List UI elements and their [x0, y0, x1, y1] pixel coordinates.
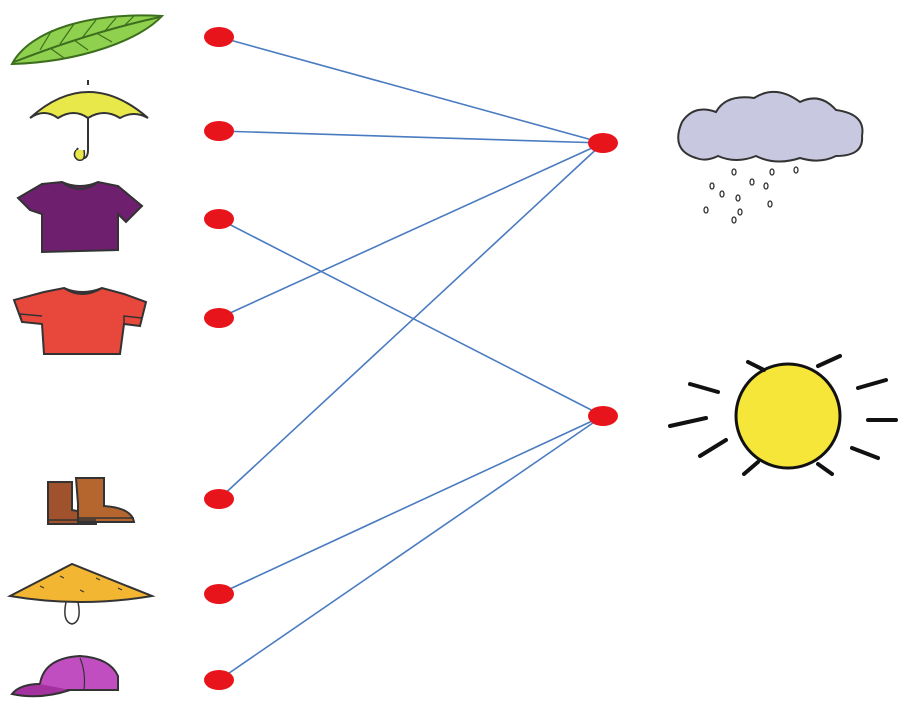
sun-icon — [668, 354, 898, 476]
item-dot-leaf[interactable] — [204, 27, 234, 47]
item-dot-cap[interactable] — [204, 670, 234, 690]
target-dot-sun[interactable] — [588, 406, 618, 426]
rain-cloud-icon — [677, 91, 864, 224]
shirt-icon — [16, 180, 144, 254]
item-dot-umbrella[interactable] — [204, 121, 234, 141]
target-dot-rain[interactable] — [588, 133, 618, 153]
connection-line-red-shirt-rain — [218, 142, 604, 319]
connection-line-boots-rain — [218, 142, 604, 500]
cap-icon — [10, 654, 119, 698]
connection-line-cap-sun — [218, 415, 604, 681]
connection-line-leaf-rain — [218, 36, 604, 144]
umbrella-icon — [29, 80, 149, 162]
connection-line-conical-hat-sun — [218, 415, 604, 595]
shirt-icon — [12, 286, 148, 355]
item-dot-purple-shirt[interactable] — [204, 209, 234, 229]
item-dot-boots[interactable] — [204, 489, 234, 509]
connection-line-umbrella-rain — [218, 130, 604, 144]
item-dot-red-shirt[interactable] — [204, 308, 234, 328]
leaf-icon — [10, 14, 165, 66]
conical-hat-icon — [6, 562, 156, 625]
connection-lines — [218, 36, 604, 681]
item-dot-conical-hat[interactable] — [204, 584, 234, 604]
boots-icon — [47, 477, 136, 525]
connection-line-purple-shirt-sun — [218, 218, 604, 417]
connection-dots — [204, 27, 618, 690]
